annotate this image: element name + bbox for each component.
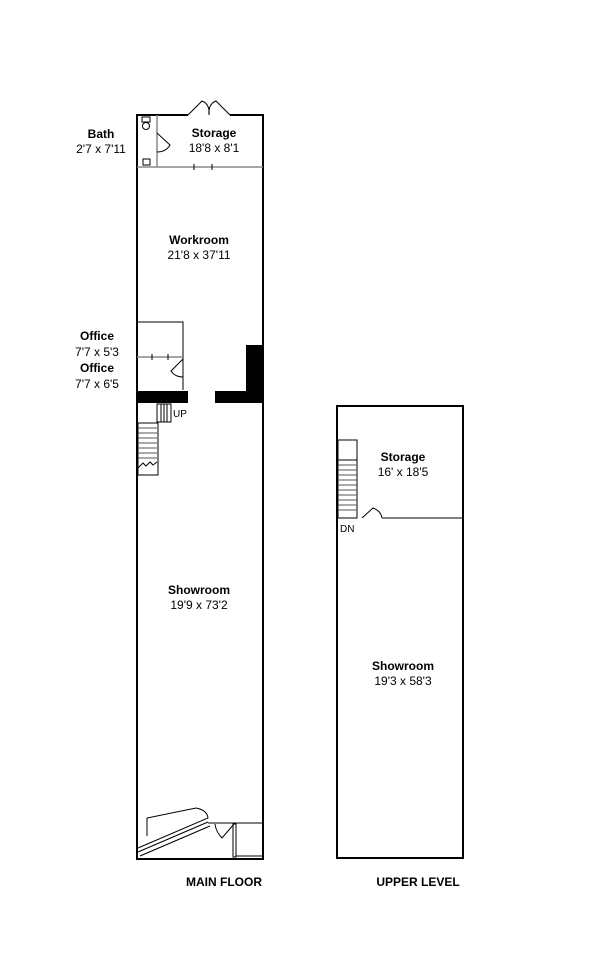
stairs-up-label: UP	[173, 409, 187, 420]
storage-door-icon	[361, 507, 383, 519]
upper-level-caption: UPPER LEVEL	[376, 875, 459, 889]
room-dims: 16' x 18'5	[378, 465, 429, 479]
room-dims: 7'7 x 5'3	[75, 345, 119, 359]
sink-icon	[142, 158, 151, 166]
room-dims: 19'3 x 58'3	[374, 674, 432, 688]
bath-door-icon	[156, 132, 171, 153]
room-name: Workroom	[169, 233, 229, 247]
stairs-down-icon	[337, 439, 358, 519]
stairs-up-icon	[137, 403, 172, 476]
room-dims: 19'9 x 73'2	[170, 598, 228, 612]
room-dims: 21'8 x 37'11	[167, 248, 230, 262]
wall-segment	[215, 391, 263, 403]
entrance-icon	[137, 807, 263, 858]
chimney-block	[246, 345, 263, 391]
room-name: Showroom	[168, 583, 230, 597]
toilet-icon	[141, 116, 151, 130]
upper-level-plan	[336, 405, 464, 859]
upper-level-outline	[336, 405, 464, 859]
room-name: Bath	[88, 127, 115, 141]
double-door-icon	[187, 100, 231, 117]
main-floor-plan: UP	[136, 100, 264, 860]
room-name: Office	[80, 329, 114, 343]
room-dims: 7'7 x 6'5	[75, 377, 119, 391]
room-name: Office	[80, 361, 114, 375]
main-floor-outline	[136, 114, 264, 860]
room-dims: 2'7 x 7'11	[76, 142, 126, 156]
room-dims: 18'8 x 8'1	[189, 141, 240, 155]
room-name: Storage	[192, 126, 237, 140]
office-door-icon	[170, 358, 184, 378]
main-floor-caption: MAIN FLOOR	[186, 875, 262, 889]
stairs-down-label: DN	[340, 524, 354, 535]
office-walls	[137, 321, 184, 390]
room-name: Storage	[381, 450, 426, 464]
room-name: Showroom	[372, 659, 434, 673]
wall-segment	[137, 391, 188, 403]
